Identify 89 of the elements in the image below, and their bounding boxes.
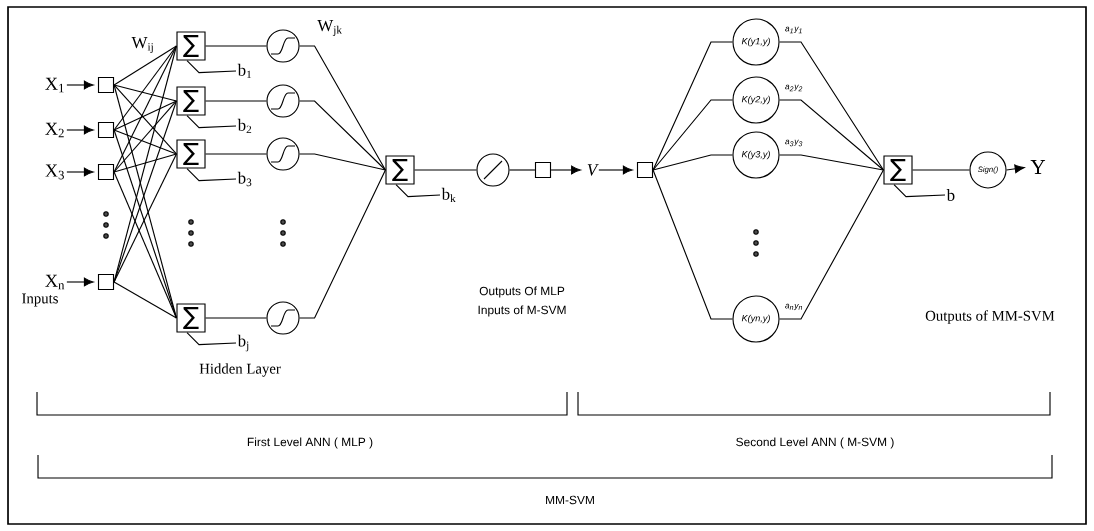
input-label: X$_{3}$ (45, 164, 64, 180)
input-label: X$_{1}$ (45, 77, 64, 93)
linear-circle (476, 153, 510, 187)
summation-box: ∑ (176, 86, 206, 116)
input-label: X$_{2}$ (45, 122, 64, 138)
connector (893, 184, 946, 198)
edge-label: a$_{3}$y$_{3}$ (785, 139, 803, 147)
bias-label: b$_{3}$ (237, 171, 252, 187)
connector (652, 154, 733, 171)
connector (66, 125, 94, 135)
connector (113, 281, 177, 319)
layer-label: Outputs Of MLP (479, 286, 565, 298)
node-square (534, 161, 552, 179)
connector (652, 99, 733, 171)
bracket-label: First Level ANN ( MLP ) (247, 437, 373, 449)
connector (205, 100, 267, 102)
connector (113, 45, 177, 173)
output-label: Y (1030, 160, 1046, 174)
sigmoid-circle (266, 301, 300, 335)
connector (113, 84, 177, 155)
connector (652, 41, 733, 171)
connector (205, 317, 267, 319)
summation-box: ∑ (176, 139, 206, 169)
summation-box: ∑ (883, 155, 913, 185)
connector (779, 41, 884, 171)
connector (598, 165, 633, 175)
connector (779, 169, 884, 320)
connector (509, 169, 536, 171)
bias-label: b$_{1}$ (237, 63, 252, 79)
connector (414, 169, 477, 171)
connector (113, 153, 177, 283)
layer-label: Inputs (22, 293, 58, 307)
connector (912, 169, 970, 171)
connector (113, 171, 177, 319)
sigmoid-circle (266, 29, 300, 63)
connector (113, 129, 177, 155)
input-label: X$_{n}$ (45, 274, 65, 290)
bias-label: b$_{k}$ (441, 187, 456, 203)
connector (205, 45, 267, 47)
layer-label: Outputs of MM-SVM (925, 310, 1055, 324)
node-square (97, 163, 115, 181)
node-square (97, 273, 115, 291)
connector (113, 153, 177, 173)
summation-box: ∑ (385, 155, 415, 185)
summation-box: ∑ (176, 303, 206, 333)
connector (186, 115, 237, 129)
connector (299, 100, 386, 171)
connector (113, 45, 177, 131)
connector (113, 129, 177, 319)
node-square (97, 121, 115, 139)
connector (66, 80, 94, 90)
edge-label: a$_{2}$y$_{2}$ (785, 84, 803, 92)
sigmoid-circle (266, 137, 300, 171)
weight-label: W$_{ij}$ (131, 37, 153, 53)
bias-label: b$_{j}$ (237, 334, 249, 352)
connector (186, 60, 237, 74)
connector (66, 167, 94, 177)
connector (550, 165, 581, 175)
connector (186, 332, 237, 346)
connector (66, 277, 94, 287)
bracket-label: Second Level ANN ( M-SVM ) (736, 437, 894, 449)
layer-label: Hidden Layer (199, 363, 281, 377)
bias-label: b$_{2}$ (237, 118, 252, 134)
connector (113, 45, 177, 86)
bracket-label: MM-SVM (546, 495, 594, 505)
connector (113, 100, 177, 173)
connector (299, 153, 386, 171)
connector (299, 45, 386, 171)
connector (395, 184, 441, 198)
bias-label: b (946, 189, 955, 201)
connector (779, 154, 884, 171)
connector (1006, 164, 1025, 174)
edge-label: a$_{n}$y$_{n}$ (785, 303, 803, 311)
connector (299, 169, 386, 319)
connector (779, 99, 884, 171)
connector (113, 100, 177, 283)
node-square (636, 161, 654, 179)
layer-label: Inputs of M-SVM (478, 305, 566, 317)
connector (205, 153, 267, 155)
connector (113, 84, 177, 102)
variable-label: V (587, 164, 599, 176)
connector (186, 168, 237, 182)
sigmoid-circle (266, 84, 300, 118)
weight-label: W$_{jk}$ (317, 20, 342, 36)
connector (652, 169, 733, 320)
edge-label: a$_{1}$y$_{1}$ (785, 26, 802, 34)
node-square (97, 76, 115, 94)
connector (113, 100, 177, 131)
summation-box: ∑ (176, 31, 206, 61)
